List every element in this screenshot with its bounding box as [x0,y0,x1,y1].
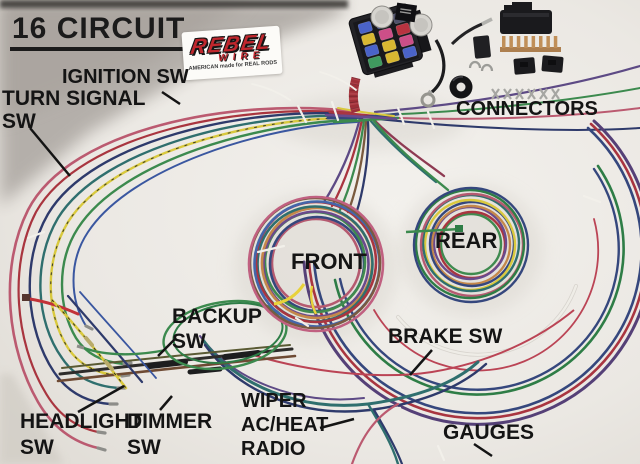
zip-ties [26,71,602,462]
silver-terminal-row [491,88,560,100]
relay [394,2,418,23]
label-dimmer-switch: DIMMER SW [127,409,212,461]
label-wiper-line2: AC/HEAT [241,414,329,436]
bottom-right-wire-arcs [302,119,640,426]
page-title: 16 CIRCUIT [10,12,190,51]
label-backup-line2: SW [172,330,206,353]
label-turn-signal-switch: TURN SIGNAL SW [2,87,146,133]
top-right-wire-arcs [373,64,640,131]
hub-wire-cluster [324,107,400,124]
wiper-bundle-wires [199,335,488,464]
label-wiper-line1: WIPER [241,390,307,412]
gauges-leader-line [473,442,493,458]
label-brake-switch: BRAKE SW [388,325,503,348]
label-rear-harness: REAR [435,228,498,253]
rebel-wire-logo: REBEL WIRE AMERICAN made for REAL RODS [181,25,283,81]
steel-clips [468,60,494,72]
plug-connectors [513,55,564,75]
brake-switch-wire [252,309,575,377]
turn-signal-leader-line [29,127,71,177]
dimmer-leader-line [159,395,173,411]
rear-wire-coil [405,186,530,304]
wiper-leader-line [319,417,355,430]
label-turn-signal-line2: SW [2,110,36,133]
label-headlight-line2: SW [20,436,54,459]
label-ignition-switch: IGNITION SW [62,66,189,88]
label-wiper-acheat-radio: WIPER AC/HEAT RADIO [241,389,328,461]
label-front-harness: FRONT [291,249,367,274]
brass-terminal-strip [500,36,561,52]
flasher-relays [370,5,433,37]
headlight-dimmer-wires [50,291,297,390]
hub-to-rear-coil-wires [368,116,450,192]
front-wire-coil [247,195,385,333]
small-connector-block [473,35,491,59]
ring-terminal-wire [420,39,446,108]
brake-leader-line [409,349,433,376]
fuse-block [348,2,433,114]
label-turn-signal-line1: TURN SIGNAL [2,87,146,110]
rubber-grommet [449,75,473,99]
backup-leader-line [157,337,177,357]
leader-lines [29,90,493,458]
label-wiper-line3: RADIO [241,438,306,460]
label-backup-line1: BACKUP [172,305,262,328]
headlight-leader-line [77,384,125,414]
label-headlight-line1: HEADLIGHT [20,410,143,433]
label-backup-switch: BACKUP SW [172,304,262,354]
label-headlight-switch: HEADLIGHT SW [20,409,143,461]
label-dimmer-line2: SW [127,436,161,459]
connector-kit [449,2,564,100]
label-connectors: CONNECTORS [456,98,598,120]
main-connector-housing [500,2,552,34]
label-dimmer-line1: DIMMER [127,410,213,433]
ignition-leader-line [161,90,181,106]
label-gauges: GAUGES [443,421,535,444]
